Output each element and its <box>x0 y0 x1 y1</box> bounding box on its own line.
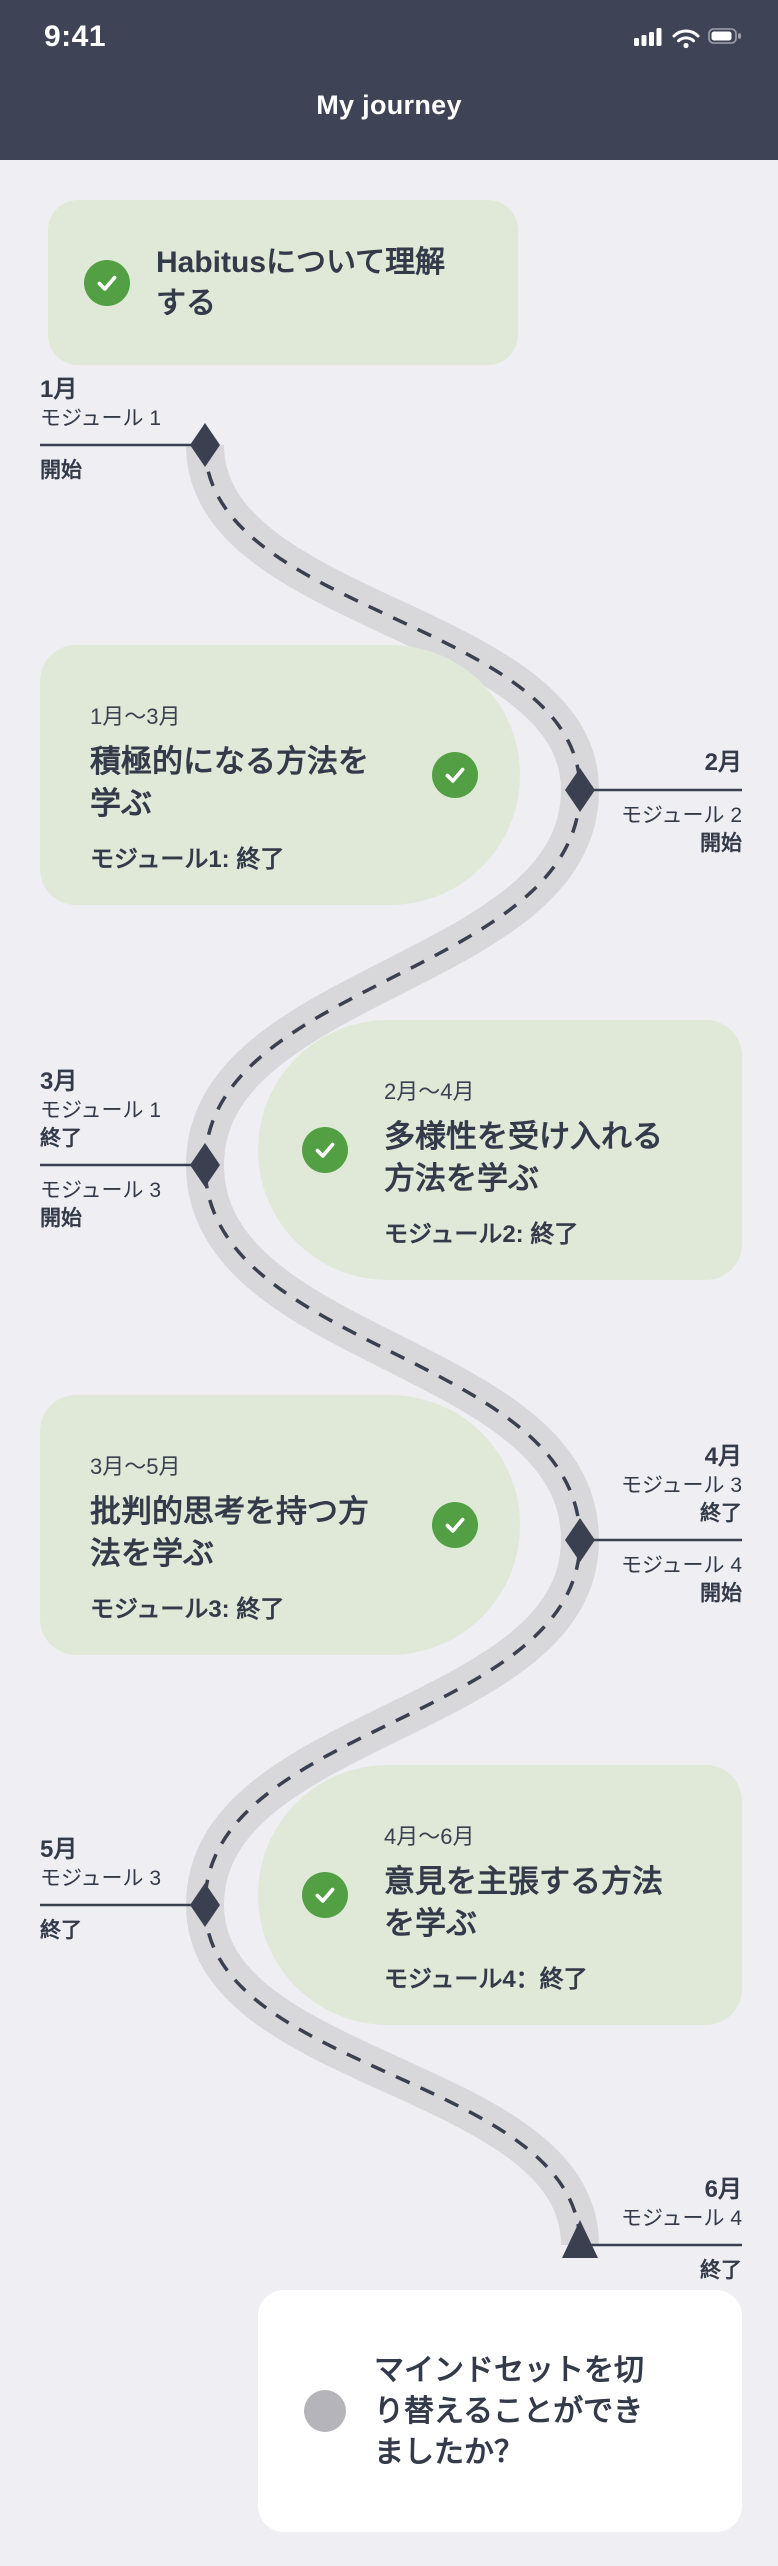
check-icon <box>432 752 478 798</box>
card-status: モジュール4：終了 <box>384 1966 588 1993</box>
milestone-label-mar: 3月 モジュール 1 終了 モジュール 3 開始 <box>40 1067 161 1233</box>
road-centerline <box>203 444 582 2246</box>
milestone-label-jun: 6月 モジュール 4 終了 <box>621 2175 742 2285</box>
milestone-diamond-icon <box>190 1883 220 1927</box>
milestone-label-apr: 4月 モジュール 3 終了 モジュール 4 開始 <box>621 1442 742 1608</box>
intro-card: Habitusについて理解する <box>48 200 518 365</box>
milestone-module: モジュール 3 <box>40 1179 162 1202</box>
card-status: モジュール2: 終了 <box>384 1221 579 1248</box>
milestone-state: 開始 <box>40 459 82 482</box>
milestone-diamond-icon <box>190 1143 220 1187</box>
milestone-label-feb: 2月 モジュール 2 開始 <box>621 748 742 858</box>
battery-icon <box>708 28 741 44</box>
check-icon <box>302 1872 348 1918</box>
card-title: 多様性を受け入れる方法を学ぶ <box>384 1119 663 1196</box>
milestone-state: 終了 <box>700 2259 742 2282</box>
road-end-triangle-icon <box>562 2220 598 2258</box>
check-icon <box>432 1502 478 1548</box>
status-time: 9:41 <box>44 20 107 53</box>
milestone-state: 終了 <box>40 1127 82 1150</box>
page-title: My journey <box>316 90 462 120</box>
module-card-3: 3月〜5月 批判的思考を持つ方法を学ぶ モジュール3: 終了 <box>40 1395 520 1655</box>
milestone-state: 終了 <box>700 1502 742 1525</box>
milestone-module: モジュール 3 <box>40 1867 162 1890</box>
milestone-state: 開始 <box>700 1582 742 1605</box>
milestone-module: モジュール 4 <box>620 1554 742 1577</box>
card-status: モジュール3: 終了 <box>90 1596 285 1623</box>
milestone-module: モジュール 4 <box>620 2207 742 2230</box>
milestone-diamond-icon <box>565 1518 595 1562</box>
question-text: マインドセットを切り替えることができましたか？ <box>374 2353 644 2469</box>
milestone-module: モジュール 1 <box>40 1099 162 1122</box>
card-period: 2月〜4月 <box>384 1079 475 1104</box>
milestone-state: 開始 <box>700 832 742 855</box>
milestone-diamond-icon <box>565 768 595 812</box>
module-card-2: 2月〜4月 多様性を受け入れる方法を学ぶ モジュール2: 終了 <box>258 1020 742 1280</box>
card-period: 4月〜6月 <box>384 1824 475 1849</box>
milestone-label-may: 5月 モジュール 3 終了 <box>40 1835 161 1945</box>
card-period: 1月〜3月 <box>90 704 181 729</box>
card-period: 3月〜5月 <box>90 1454 181 1479</box>
card-title: 意見を主張する方法を学ぶ <box>384 1864 663 1941</box>
milestone-month: 5月 <box>40 1836 78 1863</box>
milestone-module: モジュール 3 <box>620 1474 742 1497</box>
cellular-signal-icon <box>634 28 662 46</box>
check-icon <box>302 1127 348 1173</box>
app-header: 9:41 My journey <box>0 0 778 160</box>
wifi-icon <box>672 29 700 49</box>
status-icons <box>634 28 741 49</box>
milestone-state: 終了 <box>40 1919 82 1942</box>
milestone-module: モジュール 1 <box>40 407 162 430</box>
milestone-month: 1月 <box>40 376 78 403</box>
milestone-month: 2月 <box>704 749 742 776</box>
radio-circle-icon[interactable] <box>304 2390 346 2432</box>
milestone-month: 4月 <box>704 1443 742 1470</box>
check-icon <box>84 259 130 306</box>
milestone-state: 開始 <box>40 1207 82 1230</box>
question-card[interactable]: マインドセットを切り替えることができましたか？ <box>258 2290 742 2532</box>
card-status: モジュール1: 終了 <box>90 846 285 873</box>
module-card-4: 4月〜6月 意見を主張する方法を学ぶ モジュール4：終了 <box>258 1765 742 2025</box>
milestone-label-jan: 1月 モジュール 1 開始 <box>40 375 161 485</box>
milestone-month: 6月 <box>704 2176 742 2203</box>
module-card-1: 1月〜3月 積極的になる方法を学ぶ モジュール1: 終了 <box>40 645 520 905</box>
intro-card-title: Habitusについて理解する <box>156 245 446 320</box>
card-title: 批判的思考を持つ方法を学ぶ <box>90 1494 369 1571</box>
card-title: 積極的になる方法を学ぶ <box>90 744 369 821</box>
milestone-diamond-icon <box>190 423 220 467</box>
milestone-module: モジュール 2 <box>620 804 742 827</box>
milestone-month: 3月 <box>40 1068 78 1095</box>
